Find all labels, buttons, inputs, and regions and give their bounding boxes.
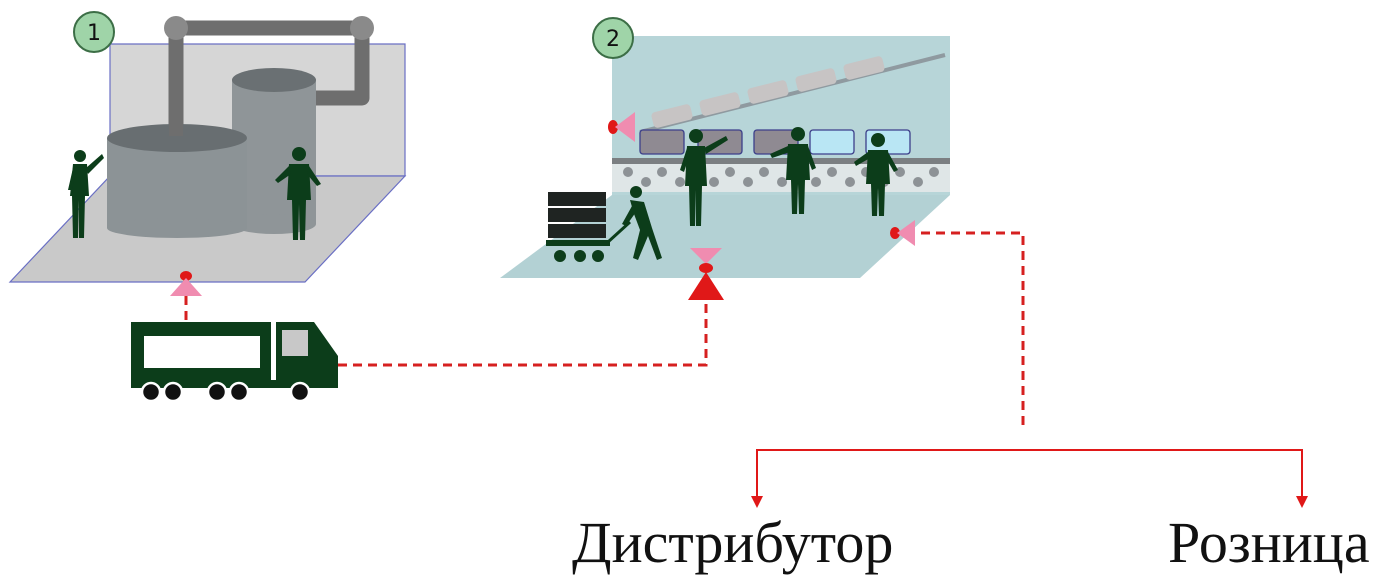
stage-2-floor [500, 195, 950, 278]
pipe-into-tank [169, 40, 183, 136]
checkpoint-marker-icon [688, 248, 724, 300]
distributor-label: Дистрибутор [572, 510, 894, 575]
worker-icon [622, 186, 662, 260]
pipe-joint-left [164, 16, 188, 40]
stage-1-production: 1 [8, 11, 407, 283]
checkpoint-marker-icon [170, 271, 202, 296]
worker-icon [854, 133, 898, 216]
arrow-to-distributor [751, 496, 763, 508]
worker-icon [275, 147, 321, 240]
distribution-split [756, 449, 1303, 498]
worker-icon [680, 129, 728, 226]
arrow-to-retail [1296, 496, 1308, 508]
retail-label: Розница [1168, 510, 1370, 575]
pipe-joint-right [350, 16, 374, 40]
flow-lines [184, 231, 1025, 425]
stage-2-number: 2 [606, 27, 620, 52]
conveyor-belt-icon [612, 158, 950, 192]
truck-icon [131, 322, 338, 403]
pallet-cart-icon [546, 192, 632, 262]
stage-2-packaging: 2 [500, 17, 950, 278]
stage-2-badge: 2 [592, 17, 634, 59]
stage-1-badge: 1 [73, 11, 115, 53]
checkpoint-marker-icon [608, 112, 635, 142]
wide-tank-icon [107, 124, 247, 238]
checkpoint-marker-icon [890, 220, 915, 246]
stage-1-number: 1 [87, 21, 101, 46]
worker-icon [68, 150, 104, 238]
worker-icon [770, 127, 816, 214]
inclined-conveyor-icon [639, 53, 946, 134]
